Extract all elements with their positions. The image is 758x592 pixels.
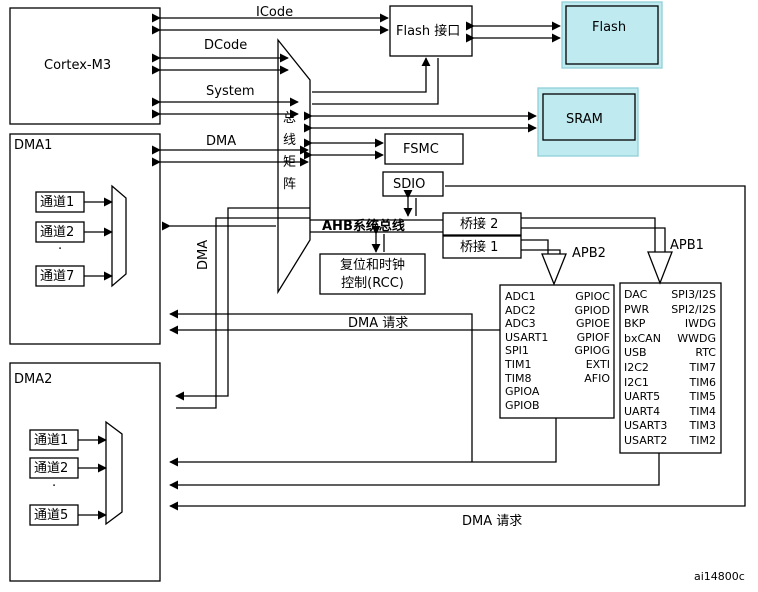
- dma1-ch7-label: 通道7: [40, 269, 75, 284]
- apb2-item: GPIOC: [575, 290, 610, 303]
- apb2-item: GPIOE: [575, 317, 610, 331]
- rcc-line1: 复位和时钟: [339, 258, 405, 273]
- dma1-dots: ·: [58, 242, 63, 257]
- flash-box: [561, 1, 663, 69]
- sram-box: [537, 87, 639, 157]
- cortex-label: Cortex-M3: [44, 58, 112, 73]
- apb2-item: USART1: [505, 330, 549, 344]
- dma1-title: DMA1: [14, 138, 53, 153]
- dma2-ch1-label: 通道1: [34, 433, 69, 448]
- apb1-item: bxCAN: [624, 331, 661, 345]
- apb2-right-col: GPIOC GPIOD GPIOE GPIOF GPIOG EXTI AFIO: [566, 290, 610, 385]
- apb1-item: PWR: [624, 302, 650, 316]
- icode-label: ICode: [256, 5, 294, 20]
- dma2-ch2-label: 通道2: [34, 461, 69, 476]
- apb2-item: EXTI: [585, 357, 610, 371]
- dma-bus-label: DMA: [206, 134, 237, 149]
- fsmc-label: FSMC: [403, 142, 439, 157]
- rcc-box: [319, 253, 426, 295]
- apb1-item: USART3: [624, 419, 668, 433]
- apb1-item: TIM4: [689, 404, 716, 418]
- ahb-label: AHB系统总线: [322, 219, 405, 234]
- apb2-item: GPIOG: [574, 344, 610, 358]
- apb1-item: TIM5: [689, 390, 716, 404]
- dma2-dots: ·: [52, 479, 57, 494]
- apb1-label: APB1: [670, 238, 704, 253]
- dma-request-1: DMA 请求: [348, 316, 409, 331]
- rcc-line2: 控制(RCC): [341, 276, 404, 291]
- apb1-left-col: DAC PWR BKP bxCAN USB I2C2 I2C1 UART5 UA…: [624, 288, 667, 449]
- apb2-label: APB2: [572, 246, 606, 261]
- apb1-item: TIM7: [689, 360, 716, 374]
- apb1-item: I2C1: [624, 375, 649, 389]
- apb2-item: ADC3: [505, 317, 536, 331]
- figure-id: ai14800c: [694, 570, 745, 583]
- apb2-item: ADC2: [505, 303, 536, 317]
- apb1-item: IWDG: [684, 317, 716, 331]
- apb2-item: TIM1: [505, 357, 532, 371]
- apb2-item: GPIOD: [574, 303, 610, 317]
- system-label: System: [206, 84, 255, 99]
- apb2-left-col: ADC1 ADC2 ADC3 USART1 SPI1 TIM1 TIM8 GPI…: [505, 290, 548, 412]
- flash-if-label: Flash 接口: [396, 24, 461, 39]
- dma2-title: DMA2: [14, 372, 53, 387]
- bridge1-label: 桥接 1: [460, 240, 499, 255]
- apb2-item: ADC1: [505, 290, 536, 303]
- apb1-item: SPI3/I2S: [671, 288, 716, 301]
- bridge2-box: [442, 212, 522, 236]
- apb1-item: SPI2/I2S: [671, 302, 716, 316]
- dma-vertical-label: DMA: [196, 239, 211, 270]
- dcode-label: DCode: [204, 38, 248, 53]
- apb1-item: USB: [624, 346, 647, 360]
- sdio-box: [382, 171, 444, 197]
- apb1-box: [619, 282, 722, 454]
- dma2-ch5-label: 通道5: [34, 508, 69, 523]
- apb1-item: UART5: [624, 390, 661, 404]
- apb1-right-col: SPI3/I2S SPI2/I2S IWDG WWDG RTC TIM7 TIM…: [664, 288, 716, 449]
- apb1-item: TIM3: [689, 419, 716, 433]
- dma1-ch2-label: 通道2: [40, 225, 75, 240]
- fsmc-box: [384, 133, 464, 165]
- bus-matrix-label: 总线矩阵: [283, 111, 297, 192]
- dma2-box: [9, 362, 161, 582]
- flash-box-inner: [565, 5, 659, 65]
- dma-request-2: DMA 请求: [462, 514, 523, 529]
- apb2-item: AFIO: [584, 371, 610, 385]
- apb2-box: [499, 284, 615, 419]
- apb1-item: WWDG: [677, 331, 716, 345]
- sram-label: SRAM: [566, 112, 603, 127]
- apb2-item: SPI1: [505, 344, 529, 358]
- apb2-item: GPIOF: [576, 330, 610, 344]
- apb1-item: RTC: [695, 346, 716, 360]
- bridge1-box: [442, 235, 522, 259]
- dma1-mux: [111, 184, 127, 288]
- dma2-mux: [105, 420, 123, 526]
- apb1-item: TIM2: [689, 433, 716, 447]
- dma1-ch1-label: 通道1: [40, 195, 75, 210]
- sdio-label: SDIO: [393, 177, 426, 192]
- apb1-item: TIM6: [689, 375, 716, 389]
- flash-label: Flash: [592, 20, 627, 35]
- apb2-item: GPIOA: [505, 385, 540, 399]
- apb2-item: GPIOB: [505, 398, 540, 412]
- bridge2-label: 桥接 2: [460, 217, 499, 232]
- apb1-item: BKP: [624, 317, 646, 331]
- apb1-item: I2C2: [624, 360, 649, 374]
- apb1-item: USART2: [624, 433, 668, 447]
- flash-if-box: [389, 5, 473, 57]
- sram-box-inner: [542, 93, 636, 141]
- apb2-item: TIM8: [505, 371, 532, 385]
- dma1-box: [9, 133, 161, 345]
- apb1-item: UART4: [624, 404, 661, 418]
- apb1-item: DAC: [624, 288, 648, 301]
